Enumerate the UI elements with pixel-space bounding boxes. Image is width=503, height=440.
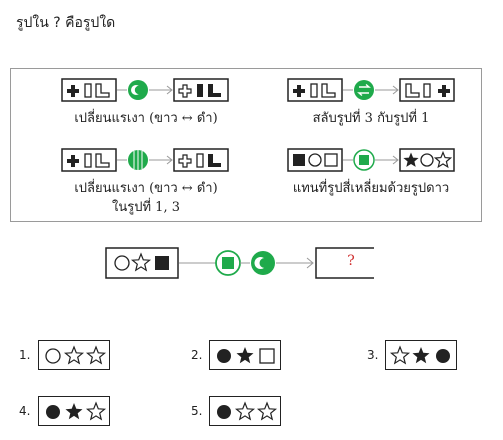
option-1-box[interactable] bbox=[38, 340, 110, 370]
option-1-number: 1. bbox=[19, 348, 31, 362]
rule-2-caption: สลับรูปที่ 3 กับรูปที่ 1 bbox=[312, 111, 430, 126]
option-3-box[interactable] bbox=[385, 340, 457, 370]
option-2-shapes bbox=[217, 347, 275, 364]
rule-3-caption-line1: เปลี่ยนแรเงา (ขาว ↔ ดำ) bbox=[74, 181, 218, 196]
option-4-number: 4. bbox=[19, 404, 31, 418]
option-4-shapes bbox=[46, 401, 107, 421]
option-4-box[interactable] bbox=[38, 396, 110, 426]
rule-1-diagram bbox=[61, 78, 229, 102]
option-2-box[interactable] bbox=[209, 340, 281, 370]
rules-panel: เปลี่ยนแรเงา (ขาว ↔ ดำ) สลับรูปที่ 3 กับ… bbox=[10, 68, 482, 222]
puzzle-diagram bbox=[105, 247, 374, 279]
rule-2-diagram bbox=[287, 78, 455, 102]
rule-3-diagram bbox=[61, 148, 229, 172]
option-1-shapes bbox=[45, 345, 107, 365]
question-text: รูปใน ? คือรูปใด bbox=[16, 15, 116, 31]
option-5-number: 5. bbox=[191, 404, 203, 418]
rule-4-caption: แทนที่รูปสี่เหลี่ยมด้วยรูปดาว bbox=[292, 181, 450, 196]
option-2-number: 2. bbox=[191, 348, 203, 362]
rule-1-caption: เปลี่ยนแรเงา (ขาว ↔ ดำ) bbox=[74, 111, 218, 126]
answer-placeholder: ? bbox=[347, 253, 355, 269]
option-3-number: 3. bbox=[367, 348, 379, 362]
rule-3-caption-line2: ในรูปที่ 1, 3 bbox=[112, 200, 180, 215]
option-5-shapes bbox=[217, 401, 278, 421]
option-5-box[interactable] bbox=[209, 396, 281, 426]
option-3-shapes bbox=[389, 345, 450, 365]
rule-4-diagram bbox=[287, 148, 455, 172]
